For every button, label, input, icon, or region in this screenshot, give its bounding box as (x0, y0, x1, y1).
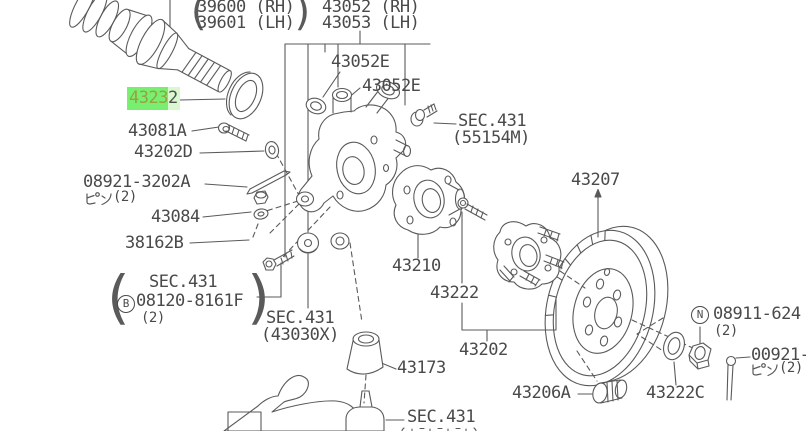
washer-43222c (663, 331, 685, 361)
label-43210: 43210 (392, 256, 441, 276)
cotter-pin-08921 (246, 170, 291, 195)
label-43052e-2: 43052E (362, 76, 421, 96)
washer-38162b (253, 208, 269, 220)
rear-knuckle (295, 80, 412, 213)
bolt-43081a (217, 122, 250, 142)
washer-43202d (264, 141, 280, 159)
label-43173: 43173 (397, 358, 446, 378)
label-b-circle: B (117, 295, 135, 313)
label-43053-lh: 43053 (LH) (322, 13, 420, 33)
bearing-housing (391, 165, 466, 235)
brake-rotor (544, 225, 669, 387)
label-43081a: 43081A (128, 121, 187, 141)
label-43206a: 43206A (512, 383, 571, 403)
pin-kana-left (86, 192, 112, 206)
pin-note-qty-left: (2) (113, 189, 137, 205)
label-sec431-55154-line2: (55154M) (452, 128, 530, 148)
hub-nut (688, 342, 712, 370)
label-43052-rh: 43052 (RH) (322, 0, 420, 17)
label-43052e-1: 43052E (331, 52, 390, 72)
pin-kana-right (752, 363, 778, 377)
label-43202d: 43202D (134, 142, 193, 162)
cotter-pin-00921 (725, 355, 737, 401)
label-n-circle: N (691, 306, 709, 324)
label-08911-624: 08911-624 (713, 304, 801, 324)
label-39600-rh: 39600 (RH) (197, 0, 295, 17)
label-sec431-43030x-line1: SEC.431 (266, 308, 335, 328)
label-43207: 43207 (571, 170, 620, 190)
label-43222: 43222 (430, 283, 479, 303)
label-39601-lh: 39601 (LH) (197, 13, 295, 33)
bump-stop (346, 331, 384, 375)
label-43202: 43202 (459, 340, 508, 360)
label-b-qty: (2) (141, 310, 165, 326)
label-n-qty: (2) (714, 323, 738, 339)
label-paren-left-39600: ( (186, 0, 211, 35)
label-43030x: (43030X) (261, 325, 339, 345)
balljoint-bushing (330, 232, 350, 250)
label-sec431-55154-line1: SEC.431 (458, 111, 527, 131)
label-sec431-bottom: SEC.431 (407, 407, 476, 427)
label-43084: 43084 (151, 207, 200, 227)
label-sec431-b-line1: SEC.431 (149, 272, 218, 292)
damper-bushing (296, 232, 320, 254)
bolt-55154m (410, 103, 438, 127)
lower-arm (223, 375, 385, 431)
bushing-43052e (305, 97, 327, 115)
label-b-paren-right: ) (242, 263, 277, 331)
label-paren-right-39600: ) (291, 0, 316, 35)
grease-seal (225, 71, 264, 120)
label-38162b: 38162B (125, 233, 184, 253)
arrowhead-43207 (594, 188, 602, 198)
highlight-main: 4323 (127, 87, 168, 110)
axle-shaft (69, 0, 232, 93)
label-08921-3202a: 08921-3202A (83, 172, 191, 192)
label-08120-8161f: 08120-8161F (136, 291, 244, 311)
highlighted-part-number-43232: 43232 (127, 87, 180, 110)
label-00921: 00921- (751, 345, 806, 365)
nut-43084 (253, 190, 269, 205)
grease-cap-43206a (592, 379, 628, 404)
bolt-08120-8161f (262, 249, 295, 271)
highlight-tail: 2 (167, 87, 180, 110)
label-43222c: 43222C (646, 383, 705, 403)
wheel-hub (493, 221, 565, 290)
pin-note-qty-right: (2) (779, 360, 803, 376)
hub-bolt (457, 197, 488, 221)
leader-lines (169, 0, 751, 425)
